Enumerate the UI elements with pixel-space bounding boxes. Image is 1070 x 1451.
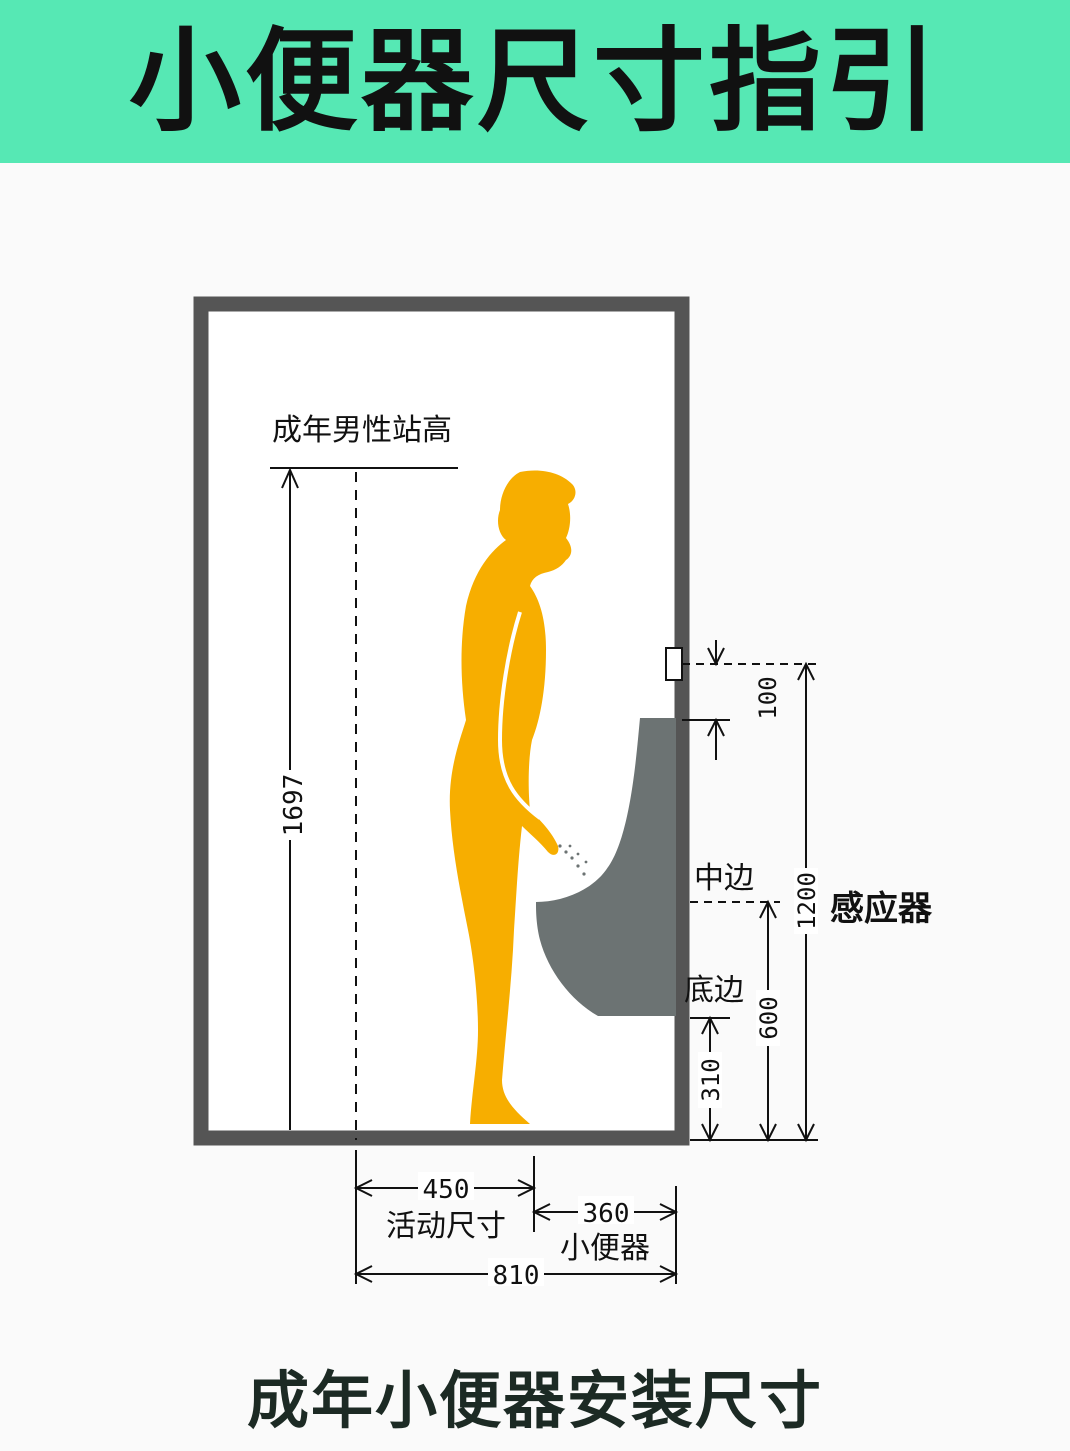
dim-100-text: 100	[754, 676, 782, 719]
dim-600: 600	[755, 899, 783, 1143]
dim-1697: 1697	[278, 467, 309, 1130]
label-standing-height: 成年男性站高	[272, 413, 452, 448]
label-activity-size: 活动尺寸	[386, 1209, 506, 1244]
dim-1200: 1200	[793, 661, 821, 1143]
diagram-caption: 成年小便器安装尺寸	[246, 1364, 823, 1437]
dim-310-text: 310	[697, 1058, 725, 1101]
label-urinal: 小便器	[560, 1231, 650, 1266]
dim-600-text: 600	[755, 996, 783, 1039]
dim-1200-text: 1200	[793, 872, 821, 930]
arm-outline	[497, 611, 542, 820]
urinal-body	[536, 718, 676, 1016]
dim-810: 810	[353, 1258, 679, 1291]
label-sensor: 感应器	[830, 889, 933, 929]
dim-360: 360	[531, 1196, 679, 1229]
label-middle-edge: 中边	[694, 861, 754, 896]
page-title: 小便器尺寸指引	[129, 16, 941, 147]
dim-360-text: 360	[583, 1199, 630, 1229]
dim-450-text: 450	[423, 1175, 470, 1205]
dim-450: 450	[353, 1172, 537, 1205]
title-banner: 小便器尺寸指引	[0, 0, 1070, 163]
dim-810-text: 810	[493, 1261, 540, 1291]
dim-310: 310	[697, 1015, 725, 1143]
human-figure	[449, 470, 576, 1124]
dim-1697-text: 1697	[279, 774, 309, 837]
sensor-box	[665, 647, 683, 681]
dim-100: 100	[707, 640, 782, 760]
spray-dots	[558, 844, 588, 876]
label-bottom-edge: 底边	[684, 973, 744, 1008]
